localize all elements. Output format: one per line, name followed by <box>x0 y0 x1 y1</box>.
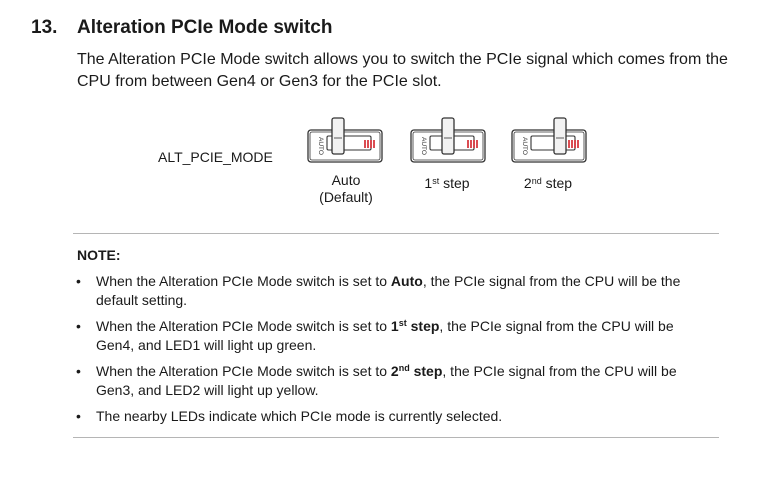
note-list: • When the Alteration PCIe Mode switch i… <box>73 272 713 433</box>
switch-diagram-auto: AUTO <box>307 117 383 163</box>
note-bottom-divider <box>73 437 719 438</box>
svg-text:AUTO: AUTO <box>420 137 427 155</box>
note-item-3-bold: 2nd step <box>391 363 442 379</box>
intro-paragraph: The Alteration PCIe Mode switch allows y… <box>77 51 728 90</box>
svg-text:AUTO: AUTO <box>521 137 528 155</box>
note-item-3-bold-after: step <box>409 363 443 379</box>
note-item: • When the Alteration PCIe Mode switch i… <box>73 272 713 310</box>
note-item-2-bold: 1st step <box>391 318 440 334</box>
note-item: • When the Alteration PCIe Mode switch i… <box>73 362 713 400</box>
caption-auto-line2: (Default) <box>319 189 373 205</box>
caption-2nd-step: 2nd step <box>505 175 591 192</box>
switch-diagram-1st-step: AUTO <box>410 117 486 163</box>
bullet-icon: • <box>76 363 81 379</box>
caption-1st-step: 1st step <box>404 175 490 192</box>
section-number: 13. <box>31 17 58 38</box>
note-item-2-post: , the PCIe signal from the CPU will be G… <box>96 318 674 353</box>
caption-1st-suffix: st <box>432 176 440 186</box>
note-item-2-bold-after: step <box>406 318 440 334</box>
note-item: • When the Alteration PCIe Mode switch i… <box>73 317 713 355</box>
note-item-3-post: , the PCIe signal from the CPU will be G… <box>96 363 677 398</box>
section-title: Alteration PCIe Mode switch <box>77 17 333 38</box>
bullet-icon: • <box>76 318 81 334</box>
note-item-3-bold-sup: nd <box>398 363 410 373</box>
bullet-icon: • <box>76 408 81 424</box>
caption-auto-line1: Auto <box>331 172 361 188</box>
note-item: • The nearby LEDs indicate which PCIe mo… <box>73 407 713 426</box>
note-item-4-pre: The nearby LEDs indicate which PCIe mode… <box>96 408 503 424</box>
caption-auto: Auto (Default) <box>306 172 386 206</box>
note-item-3-bold-ordinal: 2 <box>390 363 399 379</box>
note-item-2-bold-sup: st <box>398 318 407 328</box>
note-item-1-pre: When the Alteration PCIe Mode switch is … <box>96 273 391 289</box>
note-item-2-pre: When the Alteration PCIe Mode switch is … <box>96 318 391 334</box>
bullet-icon: • <box>76 273 81 289</box>
note-item-1-bold: Auto <box>390 273 423 289</box>
note-top-divider <box>73 233 719 234</box>
caption-2nd-ordinal: 2 <box>523 175 532 191</box>
svg-text:AUTO: AUTO <box>317 137 324 155</box>
switch-label: ALT_PCIE_MODE <box>158 149 273 165</box>
switch-diagram-2nd-step: AUTO <box>511 117 587 163</box>
note-item-1-post: , the PCIe signal from the CPU will be t… <box>96 273 681 308</box>
caption-1st-ordinal: 1 <box>424 175 433 191</box>
caption-1st-word: step <box>439 175 470 191</box>
caption-2nd-suffix: nd <box>531 176 542 186</box>
note-heading: NOTE: <box>77 247 121 263</box>
note-item-2-bold-ordinal: 1 <box>390 318 399 334</box>
caption-2nd-word: step <box>541 175 573 191</box>
note-item-3-pre: When the Alteration PCIe Mode switch is … <box>96 363 391 379</box>
